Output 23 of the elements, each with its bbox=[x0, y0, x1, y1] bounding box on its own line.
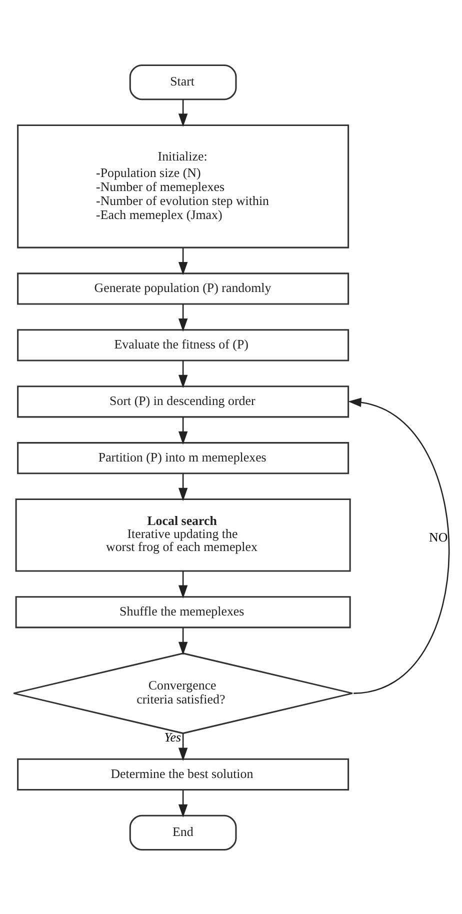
node-box: Determine the best solution bbox=[16, 758, 349, 790]
node-box: Generate population (P) randomly bbox=[16, 272, 349, 304]
arrow bbox=[178, 627, 188, 655]
node-box: End bbox=[128, 814, 236, 850]
node-diamond: Convergence criteria satisfied? bbox=[12, 652, 353, 734]
node-box: Local search Iterative updating the worst frog of each memeplex bbox=[14, 498, 350, 572]
arrow bbox=[178, 360, 188, 388]
node-box: Start bbox=[128, 64, 236, 100]
arrow bbox=[178, 98, 188, 126]
node-box: Sort (P) in descending order bbox=[16, 385, 349, 418]
node-box: Evaluate the fitness of (P) bbox=[16, 328, 349, 361]
node-box: Initialize: -Population size (N) -Number of memeplexes -Number of evolution step within -Each memeplex (Jmax) bbox=[16, 124, 349, 248]
edge-label: NO bbox=[428, 529, 448, 544]
arrow bbox=[178, 473, 188, 501]
node-box: Partition (P) into m memeplexes bbox=[16, 442, 349, 474]
arrow bbox=[178, 416, 188, 444]
node-box: Shuffle the memeplexes bbox=[14, 596, 350, 628]
arrow bbox=[348, 397, 450, 694]
arrow bbox=[178, 248, 188, 275]
arrow bbox=[178, 304, 188, 332]
arrow bbox=[178, 570, 188, 598]
arrow bbox=[178, 732, 188, 760]
arrow bbox=[178, 790, 188, 818]
